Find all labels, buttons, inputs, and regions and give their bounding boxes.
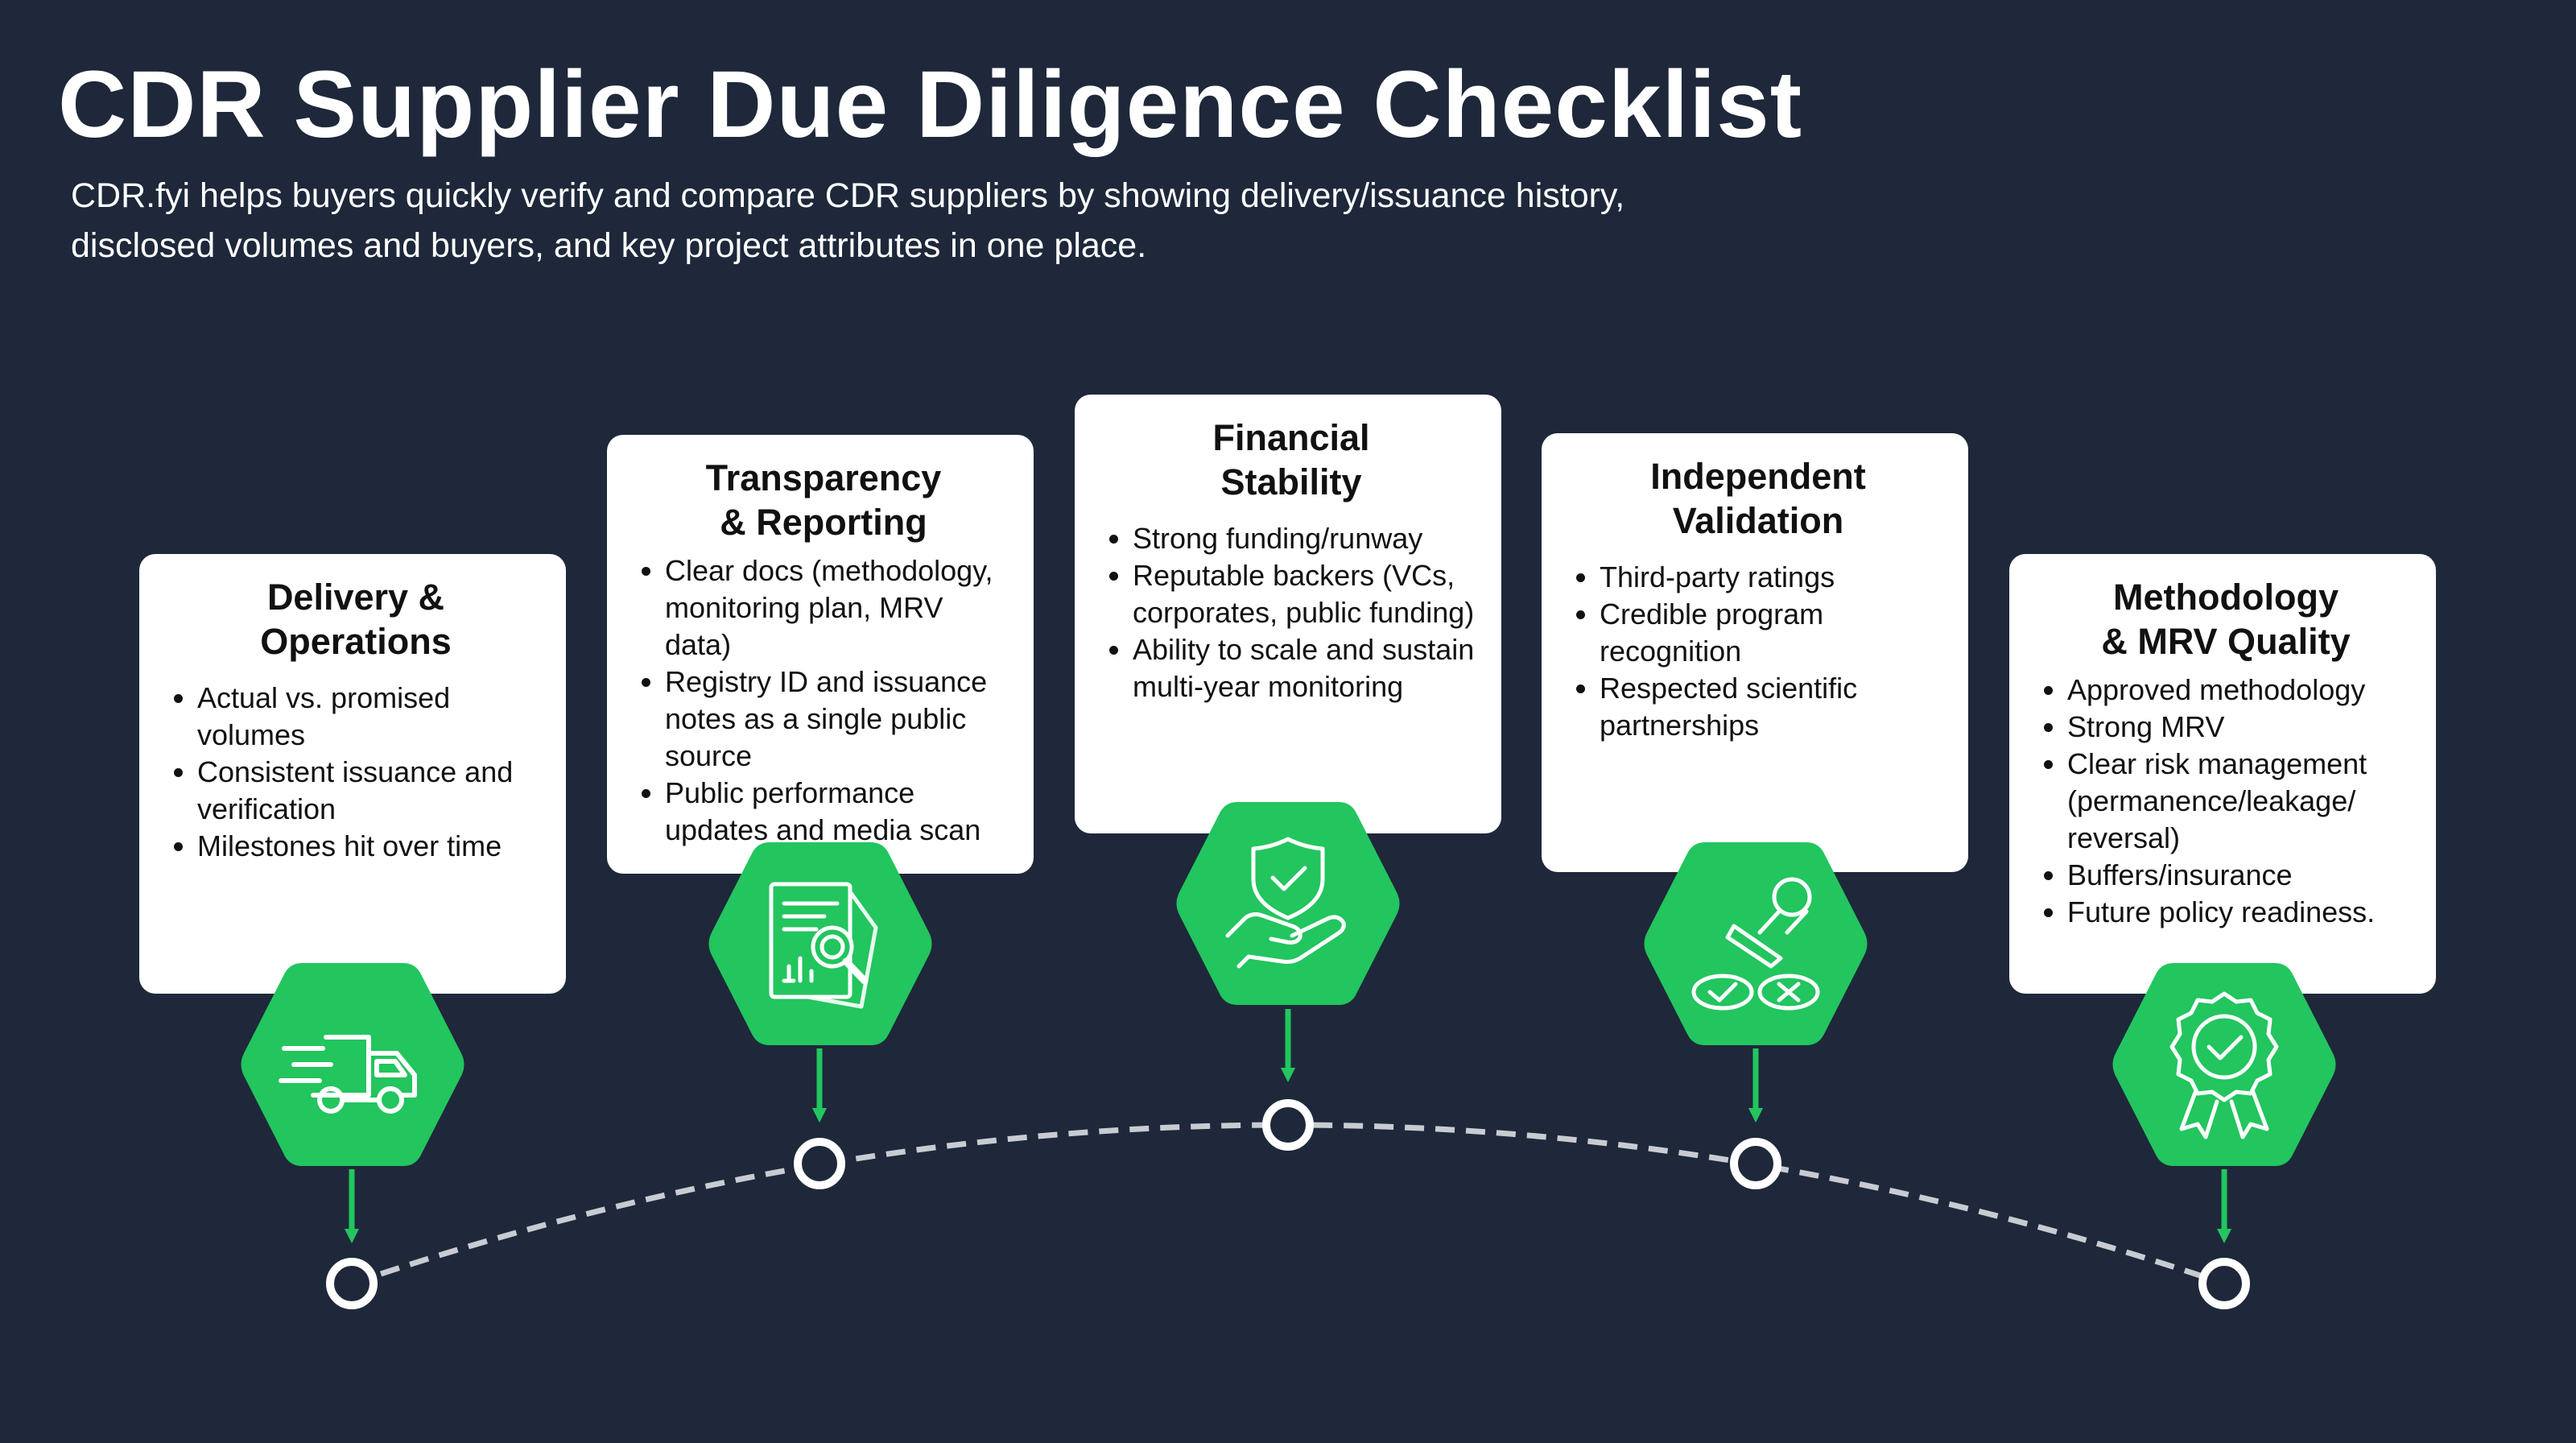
step-4-hexagon [1644, 842, 1868, 1045]
bullet-item: Buffers/insurance [2067, 857, 2418, 894]
bullet-item: Milestones hit over time [197, 828, 548, 865]
bullet-item: Clear risk management (permanence/leakag… [2067, 746, 2418, 857]
page-subtitle: CDR.fyi helps buyers quickly verify and … [71, 176, 1625, 265]
step-bullets: Approved methodology Strong MRV Clear ri… [2033, 672, 2418, 931]
step-title: Methodology& MRV Quality [2101, 577, 2351, 662]
step-2-node [794, 1138, 845, 1189]
bullet-item: Clear docs (methodology, monitoring plan… [665, 552, 1016, 664]
step-5-node [2198, 1258, 2250, 1309]
step-3-node [1262, 1099, 1314, 1151]
bullet-item: Strong MRV [2067, 709, 2418, 746]
bullet-item: Strong funding/runway [1133, 520, 1484, 557]
step-bullets: Third-party ratings Credible program rec… [1566, 559, 1951, 744]
step-bullets: Strong funding/runway Reputable backers … [1099, 520, 1484, 705]
step-card-methodology-mrv: Methodology& MRV Quality Approved method… [2009, 554, 2436, 994]
bullet-item: Approved methodology [2067, 672, 2418, 709]
step-title: Transparency& Reporting [705, 457, 942, 543]
bullet-item: Reputable backers (VCs, corporates, publ… [1133, 557, 1484, 631]
bullet-item: Consistent issuance and verification [197, 754, 548, 828]
step-4-node [1730, 1138, 1781, 1189]
step-bullets: Actual vs. promised volumes Consistent i… [163, 680, 548, 865]
bullet-item: Public performance updates and media sca… [665, 775, 1016, 849]
step-title: Delivery &Operations [260, 577, 452, 662]
step-card-delivery-operations: Delivery &Operations Actual vs. promised… [139, 554, 566, 994]
certified-badge-icon [2169, 991, 2279, 1139]
bullet-item: Future policy readiness. [2067, 894, 2418, 931]
step-card-transparency-reporting: Transparency& Reporting Clear docs (meth… [607, 435, 1034, 874]
step-2-hexagon [708, 842, 932, 1045]
step-1-node [326, 1258, 378, 1309]
step-5-hexagon [2112, 963, 2336, 1166]
bullet-item: Respected scientific partnerships [1600, 670, 1951, 744]
report-magnifier-icon [769, 882, 878, 1009]
bullet-item: Ability to scale and sustain multi-year … [1133, 631, 1484, 705]
bullet-item: Third-party ratings [1600, 559, 1951, 596]
step-3-hexagon [1176, 802, 1400, 1005]
approval-stamp-icon [1691, 877, 1820, 1011]
delivery-truck-icon [279, 1035, 417, 1114]
shield-hand-icon [1225, 837, 1346, 969]
bullet-item: Registry ID and issuance notes as a sing… [665, 664, 1016, 775]
bullet-item: Credible program recognition [1600, 596, 1951, 670]
bullet-item: Actual vs. promised volumes [197, 680, 548, 754]
page-title: CDR Supplier Due Diligence Checklist [58, 52, 1803, 158]
step-bullets: Clear docs (methodology, monitoring plan… [631, 552, 1016, 849]
step-1-hexagon [241, 963, 464, 1166]
